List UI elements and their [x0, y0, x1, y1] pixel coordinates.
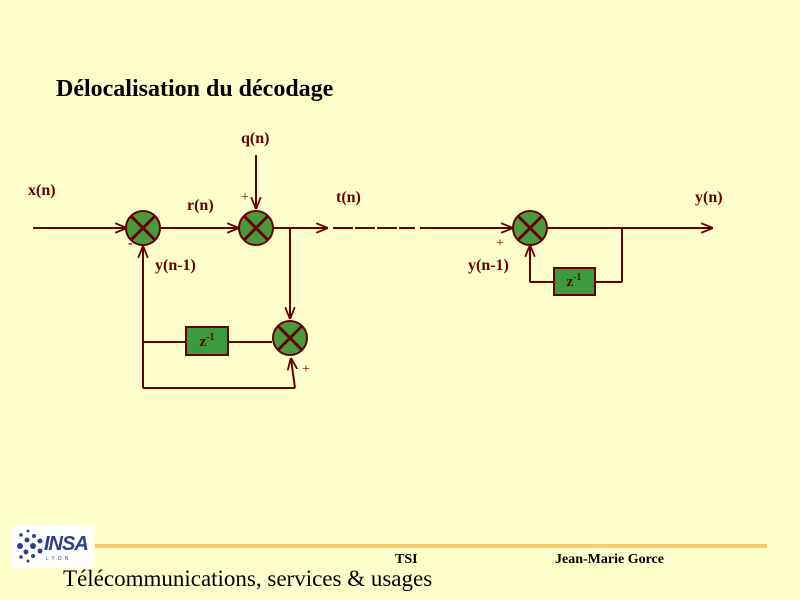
label-y-n-1-right: y(n-1)	[468, 257, 509, 274]
insa-logo-text: INSA	[44, 533, 89, 555]
label-y-n-1-left: y(n-1)	[155, 257, 196, 274]
label-y-n: y(n)	[695, 189, 723, 206]
wire-lower-loop-c	[291, 359, 295, 389]
svg-text:z-1: z-1	[199, 332, 214, 350]
slide-title: Délocalisation du décodage	[56, 76, 334, 102]
label-t-n: t(n)	[336, 189, 361, 206]
delay-block-left: z-1	[185, 326, 229, 356]
footer-author: Jean-Marie Gorce	[555, 552, 664, 567]
adder-2	[238, 210, 274, 246]
insa-logo-subtext: LYON	[46, 556, 72, 562]
sign-plus-adder-2: +	[241, 190, 249, 205]
footer-divider	[95, 544, 767, 548]
adder-1	[125, 210, 161, 246]
adder-3	[272, 320, 308, 356]
delay-block-right: z-1	[553, 267, 596, 296]
sign-plus-adder-3: +	[302, 362, 310, 377]
svg-text:z-1: z-1	[566, 272, 581, 290]
sign-minus-adder-1: -	[128, 236, 133, 251]
delay-left-z: z	[199, 334, 206, 350]
sign-plus-adder-4: +	[496, 236, 504, 251]
label-r-n: r(n)	[187, 197, 214, 214]
adder-4	[512, 210, 548, 246]
delay-right-exp: -1	[573, 272, 581, 283]
delay-left-exp: -1	[206, 332, 214, 343]
delay-right-z: z	[566, 274, 573, 290]
insa-logo-icon	[12, 526, 94, 568]
label-x-n: x(n)	[28, 182, 56, 199]
label-q-n: q(n)	[241, 130, 270, 147]
footer-course: TSI	[395, 552, 418, 567]
footer-department: Télécommunications, services & usages	[63, 566, 433, 591]
